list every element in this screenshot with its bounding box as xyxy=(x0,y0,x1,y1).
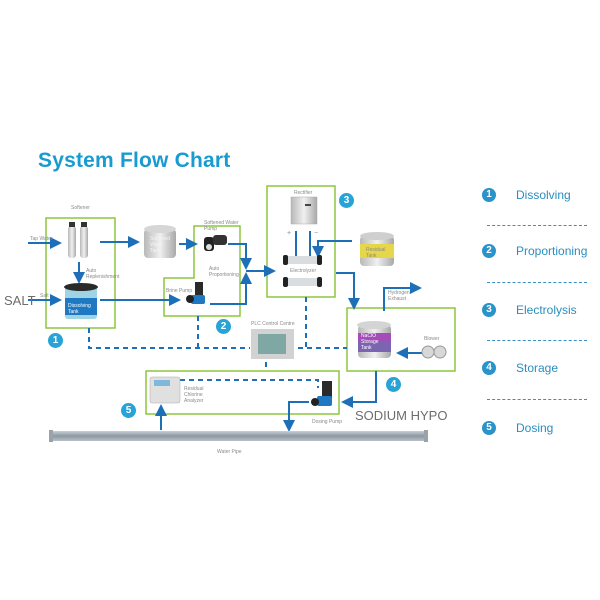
brine-pump-label: Brine Pump xyxy=(166,288,193,294)
salt-small-label: Salt xyxy=(40,293,49,299)
legend-number: 3 xyxy=(482,303,496,317)
water-pipe xyxy=(52,431,426,441)
legend-number: 5 xyxy=(482,421,496,435)
legend-item-electrolysis: 3 Electrolysis xyxy=(482,303,592,323)
dosing-pump-icon xyxy=(311,381,332,406)
legend-divider xyxy=(487,340,587,341)
residual-tank-label: Residual Tank xyxy=(366,247,386,259)
electrolyzer-icon xyxy=(283,255,322,287)
hydrogen-exhaust-label: Hydrogen Exhaust xyxy=(388,290,410,302)
legend-label: Dosing xyxy=(516,421,554,435)
step-badge-1: 1 xyxy=(48,333,63,348)
legend-item-dosing: 5 Dosing xyxy=(482,421,592,441)
legend-item-proportioning: 2 Proportioning xyxy=(482,244,592,264)
legend-label: Storage xyxy=(516,361,559,375)
softened-water-tank-label: Softened Water Tank xyxy=(150,236,171,254)
auto-proportioning-label: Auto Proportioning xyxy=(209,266,239,278)
legend-item-dissolving: 1 Dissolving xyxy=(482,188,592,208)
minus-label: − xyxy=(314,230,319,237)
dissolving-box xyxy=(45,217,116,329)
softened-water-pump-icon xyxy=(204,235,227,251)
electrolyzer-label: Electrolyzer xyxy=(290,268,317,274)
legend-number: 1 xyxy=(482,188,496,202)
legend-label: Electrolysis xyxy=(516,303,577,317)
rectifier-label: Rectifier xyxy=(294,190,313,196)
step-badge-5: 5 xyxy=(121,403,136,418)
softener-icon xyxy=(68,222,88,258)
softened-water-tank-icon xyxy=(144,225,176,258)
rectifier-icon xyxy=(290,196,318,225)
tap-water-label: Tap Water xyxy=(30,236,53,242)
legend-divider xyxy=(487,282,587,283)
sodium-hypo-label: SODIUM HYPO xyxy=(355,408,448,423)
step-badge-3: 3 xyxy=(339,193,354,208)
legend-item-storage: 4 Storage xyxy=(482,361,592,381)
legend-divider xyxy=(487,225,587,226)
legend-label: Dissolving xyxy=(516,188,571,202)
dissolving-tank-label: Dissolving Tank xyxy=(68,303,91,315)
step-badge-2: 2 xyxy=(216,319,231,334)
storage-box xyxy=(346,307,456,372)
legend-number: 2 xyxy=(482,244,496,258)
blower-icon xyxy=(421,345,447,359)
legend-divider xyxy=(487,399,587,400)
salt-label: SALT xyxy=(4,293,36,308)
step-badge-4: 4 xyxy=(386,377,401,392)
naclo-storage-tank-label: NaClO Storage Tank xyxy=(361,333,379,351)
brine-pump-icon xyxy=(186,282,205,304)
residual-chlorine-analyzer-label: Residual Chlorine Analyzer xyxy=(184,386,204,404)
dosing-pump-label: Dosing Pump xyxy=(312,419,343,425)
legend-label: Proportioning xyxy=(516,244,588,258)
proportioning-box xyxy=(163,225,241,317)
naclo-storage-tank-icon xyxy=(357,321,391,358)
plc-control-centre-label: PLC Control Centre xyxy=(251,321,295,327)
water-pipe-label: Water Pipe xyxy=(217,449,242,455)
dosing-box xyxy=(145,370,340,415)
plc-control-centre-icon xyxy=(251,329,294,359)
blower-label: Blower xyxy=(424,336,440,342)
residual-tank-icon xyxy=(360,232,394,266)
auto-replenishment-label: Auto Replenishment xyxy=(86,268,120,280)
legend-number: 4 xyxy=(482,361,496,375)
dissolving-tank-icon xyxy=(64,283,98,319)
softened-water-pump-label: Softened Water Pump xyxy=(204,220,239,232)
residual-chlorine-analyzer-icon xyxy=(149,376,181,404)
page-title: System Flow Chart xyxy=(38,149,231,172)
softener-label: Softener xyxy=(71,205,90,211)
plus-label: + xyxy=(287,230,292,237)
